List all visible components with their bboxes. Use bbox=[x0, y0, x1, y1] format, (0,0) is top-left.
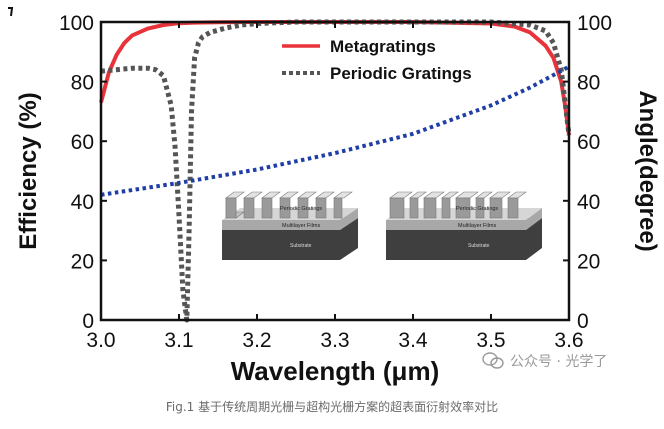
y-axis-title-right: Angle(degree) bbox=[634, 90, 661, 251]
inset-substrate-side bbox=[386, 218, 542, 260]
y2-tick-label: 20 bbox=[577, 250, 600, 273]
inset-label-layer: Multilayer Films bbox=[458, 223, 496, 229]
inset-label-substrate: Substrate bbox=[290, 243, 312, 249]
series-line-1 bbox=[100, 19, 572, 323]
inset-label-layer: Multilayer Films bbox=[282, 223, 320, 229]
y2-tick-label: 80 bbox=[577, 72, 600, 95]
x-tick-label: 3.5 bbox=[476, 329, 505, 352]
y2-tick-label: 100 bbox=[577, 12, 612, 35]
inset-bars bbox=[389, 191, 527, 219]
legend: Metagratings Periodic Gratings bbox=[282, 37, 472, 83]
legend-label-metagratings: Metagratings bbox=[330, 37, 436, 56]
y2-tick-label: 40 bbox=[577, 191, 600, 214]
y2-tick-label: 60 bbox=[577, 131, 600, 154]
x-tick-label: 3.3 bbox=[320, 329, 349, 352]
inset-label-gratings: Periodic Gratings bbox=[456, 206, 498, 212]
inset-label-gratings: Periodic Gratings bbox=[280, 206, 322, 212]
inset-meta: Periodic Gratings Multilayer Films Subst… bbox=[386, 191, 542, 260]
inset-schematics: Periodic Gratings Multilayer Films Subst… bbox=[222, 191, 542, 260]
y-axis-title-left: Efficiency (%) bbox=[15, 92, 42, 249]
inset-periodic: Periodic Gratings Multilayer Films Subst… bbox=[222, 191, 358, 260]
watermark: 公众号 · 光学了 bbox=[482, 351, 607, 371]
inset-layer-side bbox=[386, 208, 542, 230]
y-tick-label: 20 bbox=[71, 250, 94, 273]
inset-label-substrate: Substrate bbox=[468, 243, 490, 249]
y-tick-label: 100 bbox=[59, 12, 94, 35]
x-tick-label: 3.4 bbox=[398, 329, 428, 352]
y-tick-label: 60 bbox=[71, 131, 94, 154]
wechat-icon bbox=[482, 352, 504, 369]
x-axis-title: Wavelength (μm) bbox=[231, 356, 440, 386]
corner-mark bbox=[8, 7, 14, 17]
watermark-text: 公众号 · 光学了 bbox=[510, 354, 608, 370]
x-tick-label: 3.1 bbox=[164, 329, 193, 352]
legend-label-periodic-gratings: Periodic Gratings bbox=[330, 64, 472, 83]
x-tick-label: 3.2 bbox=[242, 329, 271, 352]
x-tick-label: 3.0 bbox=[86, 329, 115, 352]
x-tick-label: 3.6 bbox=[554, 329, 583, 352]
y-tick-label: 80 bbox=[71, 72, 94, 95]
inset-bars bbox=[225, 191, 353, 219]
figure-caption: Fig.1 基于传统周期光栅与超构光栅方案的超表面衍射效率对比 bbox=[165, 400, 499, 414]
inset-layer-side bbox=[222, 208, 358, 230]
y-tick-label: 0 bbox=[82, 310, 94, 333]
y2-tick-label: 0 bbox=[577, 310, 589, 333]
inset-substrate-side bbox=[222, 218, 358, 260]
series-line-2 bbox=[100, 64, 570, 197]
y-tick-label: 40 bbox=[71, 191, 94, 214]
